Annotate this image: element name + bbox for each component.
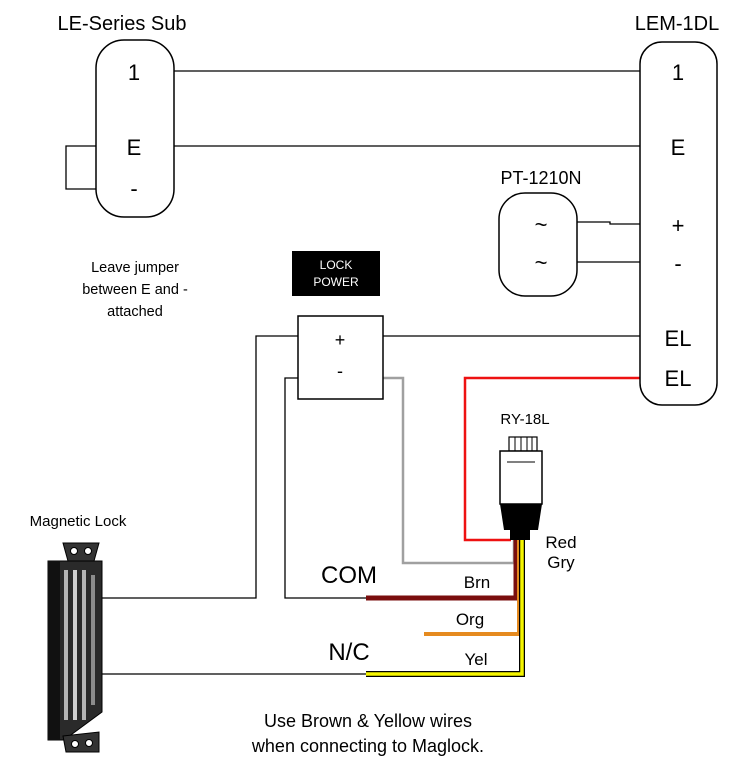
lock-power-plus: + xyxy=(335,330,346,350)
com-label: COM xyxy=(321,562,377,589)
lock-power-box xyxy=(297,315,384,400)
lock-power-badge-line2: POWER xyxy=(313,275,359,289)
le-series-sub-title: LE-Series Sub xyxy=(58,13,187,35)
gray-wire xyxy=(383,376,516,565)
pt-1210n-box xyxy=(498,192,578,297)
wire-plus-to-maglock xyxy=(100,335,298,599)
wire-label-yel: Yel xyxy=(464,650,487,669)
sub-terminal-1: 1 xyxy=(128,60,140,85)
magnetic-lock-title: Magnetic Lock xyxy=(30,513,127,530)
sub-terminal-e: E xyxy=(127,135,142,160)
nc-label: N/C xyxy=(328,639,369,666)
le-series-sub-box xyxy=(95,39,175,218)
sub-terminal-minus: - xyxy=(130,176,137,201)
lock-power-badge xyxy=(292,251,380,296)
brown-wire xyxy=(366,540,519,601)
lock-power-badge-line1: LOCK xyxy=(320,258,353,272)
footer-note-line1: Use Brown & Yellow wires xyxy=(264,711,472,731)
wire-label-red: Red xyxy=(545,533,576,552)
wire-label-org: Org xyxy=(456,610,484,629)
pt-ac-terminal-1: ~ xyxy=(535,212,548,237)
jumper-note-line1: Leave jumper xyxy=(91,260,179,276)
wire-minus-to-com xyxy=(284,377,368,599)
lem-terminal-el2: EL xyxy=(665,366,692,391)
jumper-note-line3: attached xyxy=(107,304,163,320)
lem-1dl-box xyxy=(639,41,718,406)
magnetic-lock-icon xyxy=(47,542,103,753)
lem-terminal-e: E xyxy=(671,135,686,160)
jumper-note-line2: between E and - xyxy=(82,282,188,298)
wire-label-brn: Brn xyxy=(464,573,490,592)
lem-terminal-minus: - xyxy=(674,251,681,276)
lem-terminal-1: 1 xyxy=(672,60,684,85)
jumper-wire xyxy=(65,145,96,190)
lem-terminal-el1: EL xyxy=(665,326,692,351)
yellow-wire xyxy=(366,540,525,677)
pt-ac-terminal-2: ~ xyxy=(535,250,548,275)
lock-power-minus: - xyxy=(337,361,343,381)
relay-icon xyxy=(499,436,543,540)
footer-note-line2: when connecting to Maglock. xyxy=(251,736,484,756)
lem-1dl-title: LEM-1DL xyxy=(635,13,719,35)
pt-1210n-title: PT-1210N xyxy=(500,168,581,188)
lem-terminal-plus: + xyxy=(672,213,685,238)
wire-label-gry: Gry xyxy=(547,553,575,572)
red-wire xyxy=(463,376,640,542)
wire-ac1 xyxy=(577,221,640,225)
relay-title: RY-18L xyxy=(500,411,549,428)
yellow-wire-fill xyxy=(366,540,524,676)
